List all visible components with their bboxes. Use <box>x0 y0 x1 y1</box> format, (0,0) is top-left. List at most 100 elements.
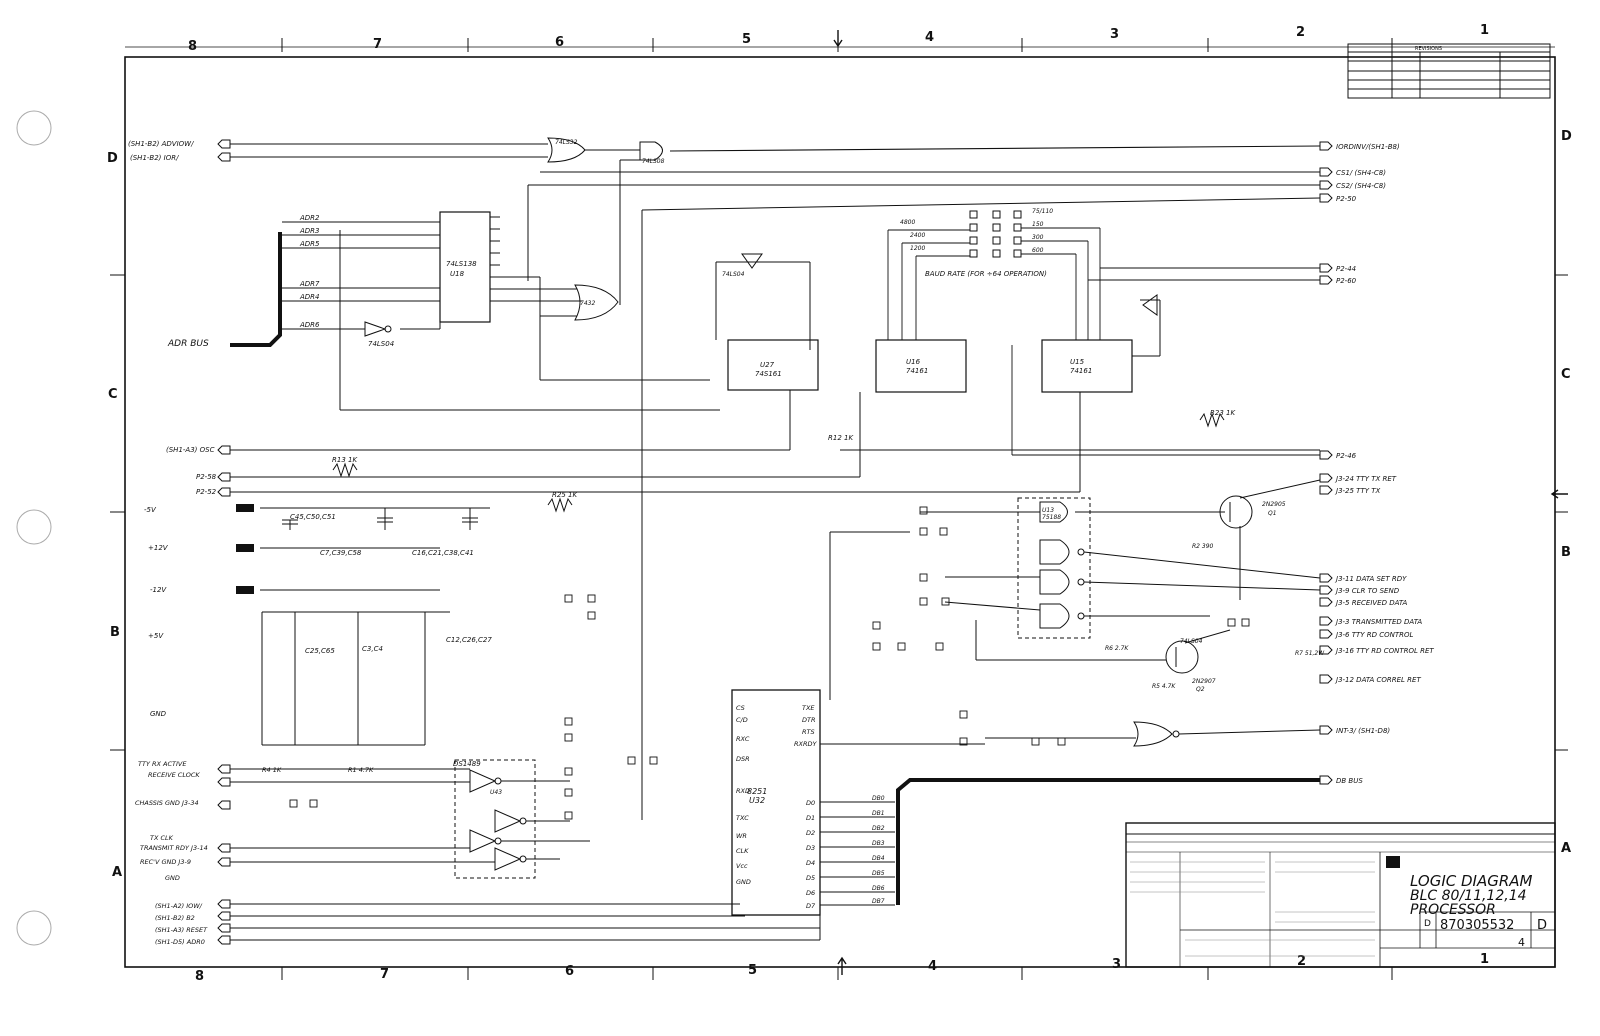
right-signal-label: J3-9 CLR TO SEND <box>1334 587 1400 595</box>
punch-hole <box>16 910 52 946</box>
baud-rate-label: 4800 <box>900 219 915 226</box>
zone-bottom-label: 5 <box>748 963 757 978</box>
baud-rate-label: 300 <box>1032 234 1044 241</box>
u27-counter: U27 74S161 74LS04 <box>715 253 819 391</box>
u43-label: DS1489 <box>453 760 481 768</box>
u45-label: 74LS32 <box>555 139 578 146</box>
u16-label: 74161 <box>906 367 928 375</box>
zone-left-label: D <box>107 151 118 166</box>
u32-pin: D0 <box>806 799 815 807</box>
title-line-2: BLC 80/11,12,14 <box>1410 888 1527 904</box>
adr0-label: (SH1-D5) ADR0 <box>155 938 205 946</box>
zone-right-label: D <box>1561 129 1572 144</box>
r23-label: R23 1K <box>1210 409 1236 417</box>
u32-pin: CS <box>736 704 745 712</box>
inner-border <box>124 56 1556 968</box>
zone-top-label: 7 <box>373 37 382 52</box>
p2-58-label: P2-58 <box>196 473 217 481</box>
zone-top-label: 1 <box>1480 23 1489 38</box>
right-signal-label: P2-50 <box>1336 195 1357 203</box>
r25-label: R25 1K <box>552 491 578 499</box>
r1-label: R1 4.7K <box>348 766 374 774</box>
u44-label: 74LS08 <box>642 158 665 165</box>
zone-bottom-label: 8 <box>195 969 204 984</box>
adr-bus-label: ADR BUS <box>167 339 209 349</box>
right-signal-label: CS2/ (SH4-C8) <box>1336 182 1386 190</box>
left-connectors <box>217 139 231 945</box>
punch-hole <box>16 110 52 146</box>
title-line-3: PROCESSOR <box>1410 902 1496 918</box>
u32-pin: TXC <box>736 814 749 822</box>
right-signal-label: P2-46 <box>1336 452 1357 460</box>
u27-label: 74S161 <box>755 370 782 378</box>
zone-top-label: 3 <box>1110 27 1119 42</box>
u18-label: 74LS138 <box>446 260 477 268</box>
u15-label: 74161 <box>1070 367 1092 375</box>
right-signal-label: J3-11 DATA SET RDY <box>1334 575 1407 583</box>
u15-ref: U15 <box>1070 358 1085 366</box>
u32-usart: 8251 U32 CS C/D RXC DSR RXD TXC WR CLK V… <box>731 689 1320 916</box>
adr-line-label: ADR4 <box>299 293 320 301</box>
zone-right-label: A <box>1561 841 1571 856</box>
u43b-label: 74LS04 <box>722 271 745 278</box>
right-signal-label: J3-12 DATA CORREL RET <box>1334 676 1421 684</box>
u13-driver: U13 75188 <box>829 497 1321 700</box>
r6-label: R6 2.7K <box>1105 645 1129 652</box>
adr-line-label: ADR3 <box>299 227 320 235</box>
r2-label: R2 390 <box>1192 543 1214 550</box>
u42-label: 74LS04 <box>1180 638 1203 645</box>
zone-left-label: B <box>110 625 120 640</box>
db-label: DB6 <box>872 885 885 892</box>
reset-label: (SH1-A3) RESET <box>155 926 208 934</box>
r4-label: R4 1K <box>262 766 282 774</box>
u18-decoder: 74LS138 U18 <box>439 211 540 323</box>
cap-note: C7,C39,C58 <box>320 549 362 557</box>
zone-bottom-label: 1 <box>1480 952 1489 967</box>
zone-left-label: A <box>112 865 122 880</box>
right-signal-label: J3-24 TTY TX RET <box>1334 475 1397 483</box>
u16-ref: U16 <box>906 358 921 366</box>
q1-ref: Q1 <box>1268 510 1277 517</box>
punch-hole <box>16 509 52 545</box>
jumper-pads <box>289 506 1250 820</box>
u32-ref: U32 <box>749 796 765 805</box>
right-signal-label: DB BUS <box>1336 777 1363 785</box>
u43-receivers: DS1489 U43 <box>230 759 590 879</box>
baud-jumpers: 4800 2400 1200 75/110 150 300 600 BAUD R… <box>887 208 1320 456</box>
right-signal-label: INT-3/ (SH1-D8) <box>1336 727 1390 735</box>
u32-pin: DSR <box>736 755 750 763</box>
baud-rate-label: 150 <box>1032 221 1044 228</box>
u32-pin: Vcc <box>736 862 748 870</box>
tty-rx-label: TTY RX ACTIVE <box>138 760 187 768</box>
power-label: +5V <box>148 632 164 640</box>
recv-gnd-label: REC'V GND J3-9 <box>140 858 191 866</box>
u32-pin: RTS <box>802 728 815 736</box>
right-signal-label: J3-16 TTY RD CONTROL RET <box>1334 647 1434 655</box>
rev-letter: D <box>1537 918 1547 933</box>
adr-line-label: ADR7 <box>299 280 320 288</box>
center-arrow-right <box>1550 489 1568 499</box>
osc-signal-label: (SH1-A3) OSC <box>166 446 215 454</box>
zone-top-label: 2 <box>1296 25 1305 40</box>
tx-clk-label: TX CLK <box>150 834 174 842</box>
u47-label: 7432 <box>580 300 595 307</box>
u32-pin: D7 <box>806 902 816 910</box>
baud-rate-label: 75/110 <box>1032 208 1053 215</box>
zone-top-label: 6 <box>555 35 564 50</box>
bottom-inputs <box>230 903 821 941</box>
osc-p2-wiring <box>230 390 1320 513</box>
power-bypass: -5V +12V -12V +5V GND C45,C50,C51 C7,C39… <box>144 504 492 746</box>
baud-rate-label: 2400 <box>910 232 925 239</box>
right-signal-label: J3-3 TRANSMITTED DATA <box>1334 618 1422 626</box>
r12-label: R12 1K <box>828 434 854 442</box>
u32-pin: D5 <box>806 874 815 882</box>
chassis-gnd-label: CHASSIS GND J3-34 <box>135 799 199 807</box>
int-gate <box>820 721 1321 747</box>
u43-ref: U43 <box>490 789 502 796</box>
r13-label: R13 1K <box>332 456 358 464</box>
zone-bottom-label: 6 <box>565 964 574 979</box>
power-label: -12V <box>150 586 167 594</box>
right-signal-label: J3-6 TTY RD CONTROL <box>1334 631 1414 639</box>
drawing-number: 870305532 <box>1440 918 1514 933</box>
db-label: DB3 <box>872 840 885 847</box>
